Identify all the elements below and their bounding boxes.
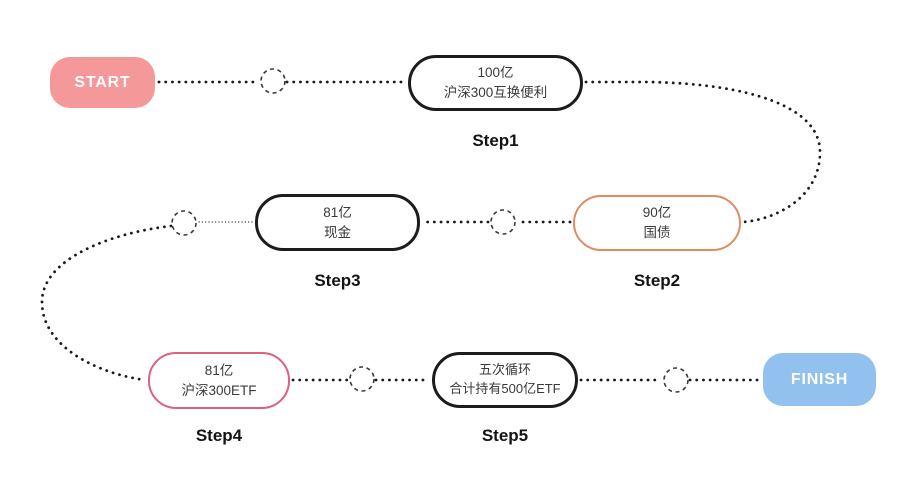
waypoint-circle-5 bbox=[663, 367, 689, 393]
step5-label: Step5 bbox=[481, 426, 529, 445]
step3-label: Step3 bbox=[314, 271, 361, 290]
step4-node: 81亿 沪深300ETF bbox=[148, 352, 290, 409]
step3-amount: 81亿 bbox=[323, 204, 352, 220]
step4-amount: 81亿 bbox=[204, 362, 234, 378]
finish-node: FINISH bbox=[763, 353, 876, 406]
step4-asset: 沪深300ETF bbox=[181, 382, 257, 398]
waypoint-circle-1 bbox=[260, 68, 286, 94]
step2-asset: 国债 bbox=[643, 225, 671, 240]
connector-waypoint3-to-step4-curve bbox=[40, 224, 173, 382]
waypoint-circle-2 bbox=[490, 209, 516, 235]
finish-label: FINISH bbox=[790, 370, 849, 388]
step5-amount: 五次循环 bbox=[478, 362, 531, 378]
step1-amount: 100亿 bbox=[477, 65, 514, 81]
step3-asset: 现金 bbox=[324, 224, 351, 240]
step5-asset: 合计持有500亿ETF bbox=[449, 381, 561, 396]
step2-amount: 90亿 bbox=[642, 205, 672, 221]
step4-label: Step4 bbox=[195, 426, 243, 445]
waypoint-circle-3 bbox=[171, 210, 197, 236]
waypoint-circle-4 bbox=[349, 366, 375, 392]
step3-node: 81亿 现金 bbox=[255, 194, 420, 251]
start-node: START bbox=[50, 57, 155, 108]
step2-node: 90亿 国债 bbox=[573, 195, 741, 251]
start-label: START bbox=[74, 73, 131, 91]
step2-label: Step2 bbox=[633, 271, 681, 290]
step1-asset: 沪深300互换便利 bbox=[443, 85, 548, 100]
step1-node: 100亿 沪深300互换便利 bbox=[408, 55, 583, 111]
step1-label: Step1 bbox=[472, 131, 519, 150]
step5-node: 五次循环 合计持有500亿ETF bbox=[432, 352, 578, 408]
connector-step1-to-step2-curve bbox=[584, 80, 822, 224]
